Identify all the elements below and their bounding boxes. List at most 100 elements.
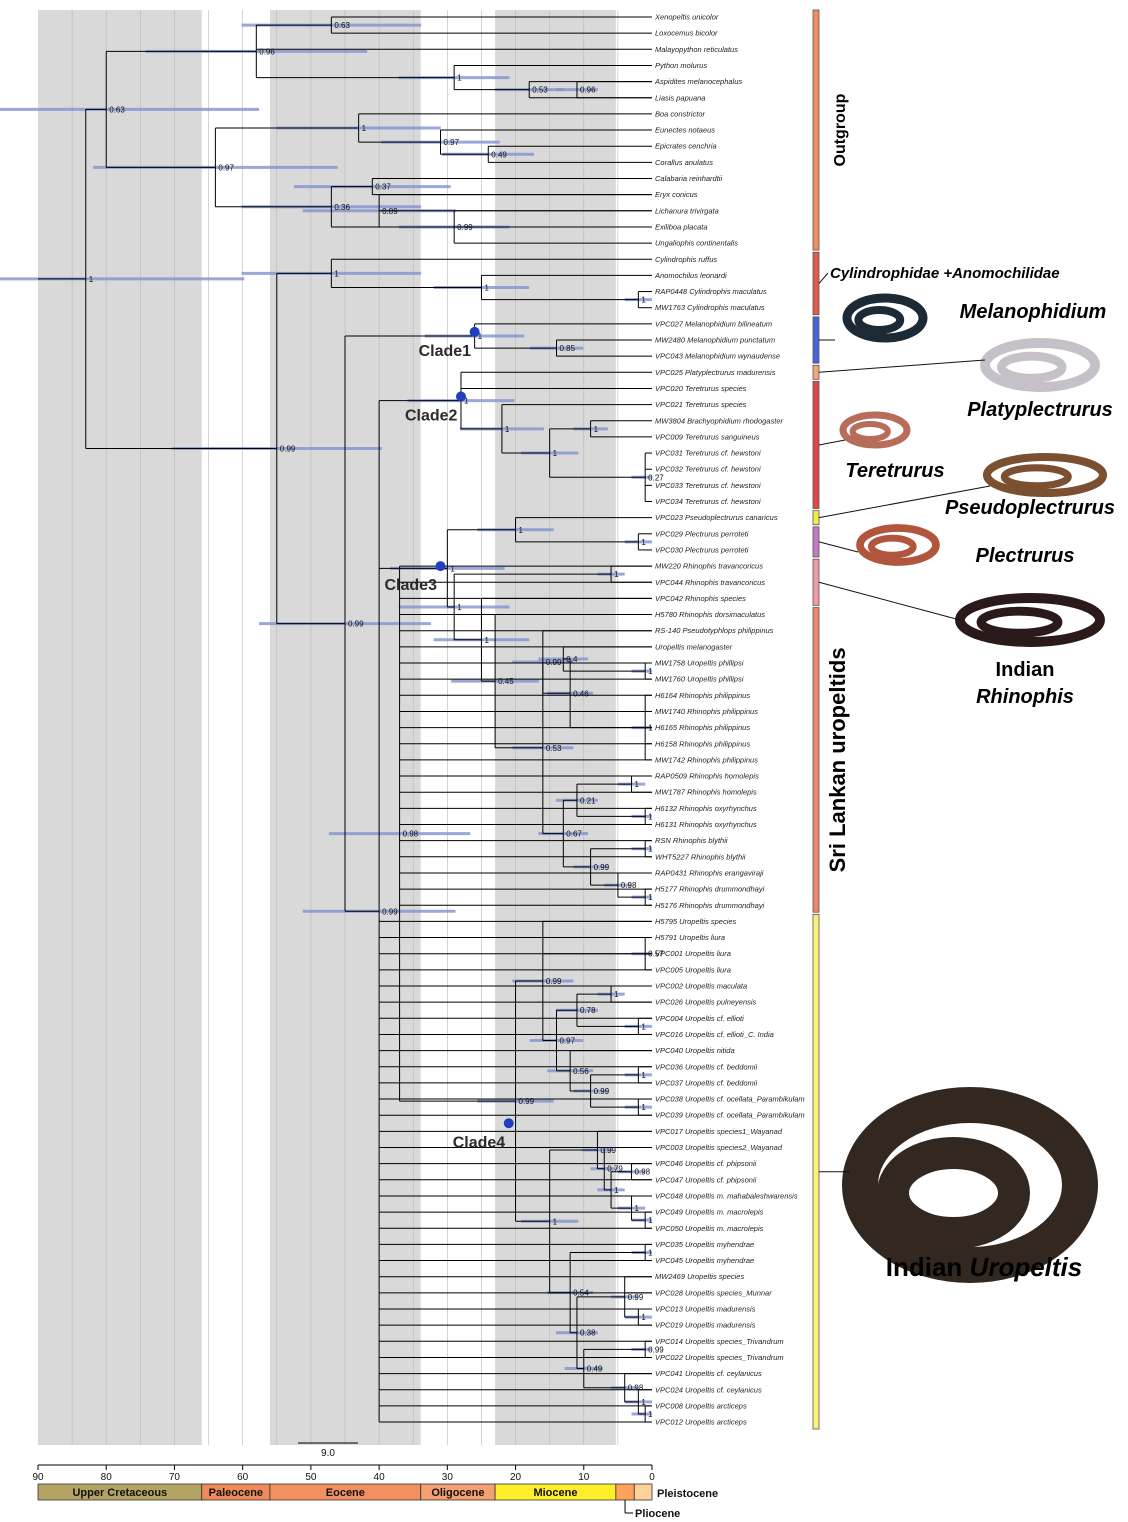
- support-label: 0.63: [109, 105, 125, 114]
- plectrurus-photo: [860, 528, 936, 562]
- clade-label: Clade1: [419, 343, 472, 360]
- melanophidium-label: Melanophidium: [960, 301, 1107, 323]
- support-label: 0.99: [348, 620, 364, 629]
- tip-label: H5795 Uropeltis species: [655, 917, 737, 926]
- support-label: 0.99: [594, 1087, 610, 1096]
- uropeltis-label-genus: Uropeltis: [970, 1252, 1083, 1282]
- support-label: 0.99: [546, 977, 562, 986]
- tip-label: VPC039 Uropeltis cf. ocellata_Parambikul…: [655, 1111, 805, 1120]
- support-label: 0.53: [546, 744, 562, 753]
- support-label: 0.53: [532, 86, 548, 95]
- tip-label: VPC008 Uropeltis arcticeps: [655, 1401, 747, 1410]
- tip-label: VPC041 Uropeltis cf. ceylanicus: [655, 1369, 762, 1378]
- group-bar: [813, 511, 819, 525]
- support-label: 0.56: [573, 1067, 589, 1076]
- tip-label: RS-140 Pseudotyphlops philippinus: [655, 626, 774, 635]
- support-label: 0.96: [259, 47, 275, 56]
- tip-label: VPC026 Uropeltis pulneyensis: [655, 998, 757, 1007]
- tip-label: VPC035 Uropeltis myhendrae: [655, 1240, 754, 1249]
- support-label: 0.63: [334, 21, 350, 30]
- axis-tick-label: 80: [101, 1472, 113, 1483]
- tip-label: VPC001 Uropeltis liura: [655, 949, 731, 958]
- tip-label: WHT5227 Rhinophis blythii: [655, 852, 746, 861]
- tip-label: MW2469 Uropeltis species: [655, 1272, 744, 1281]
- period-label: Upper Cretaceous: [72, 1487, 167, 1499]
- support-label: 0.78: [580, 1006, 596, 1015]
- tip-label: VPC017 Uropeltis species1_Wayanad: [655, 1127, 783, 1136]
- support-label: 1: [594, 425, 599, 434]
- epoch-band: [38, 10, 202, 1445]
- axis-tick-label: 90: [32, 1472, 44, 1483]
- support-label: 0.99: [600, 1146, 616, 1155]
- tip-label: VPC025 Platyplectrurus madurensis: [655, 368, 776, 377]
- tip-label: MW1763 Cylindrophis maculatus: [655, 303, 765, 312]
- leader-line: [819, 360, 985, 372]
- support-label: 1: [614, 570, 619, 579]
- support-label: 1: [505, 425, 510, 434]
- support-label: 0.49: [491, 150, 507, 159]
- axis-tick-label: 60: [237, 1472, 249, 1483]
- support-label: 1: [635, 1204, 640, 1213]
- snake-photos: MelanophidiumPlatyplectrurusTeretrurusPs…: [819, 298, 1115, 1282]
- tip-label: RAP0448 Cylindrophis maculatus: [655, 287, 767, 296]
- tip-label: VPC045 Uropeltis myhendrae: [655, 1256, 754, 1265]
- tip-label: VPC014 Uropeltis species_Trivandrum: [655, 1337, 784, 1346]
- group-bar: [813, 527, 819, 557]
- tip-label: VPC003 Uropeltis species2_Wayanad: [655, 1143, 783, 1152]
- tip-label: Calabaria reinhardtii: [655, 174, 722, 183]
- snake-coil: [853, 424, 888, 439]
- leader-line: [819, 542, 858, 552]
- tip-label: Malayopython reticulatus: [655, 45, 738, 54]
- rhinophis-label-line1: Indian: [996, 659, 1055, 681]
- support-label: 1: [519, 526, 524, 535]
- tip-label: VPC002 Uropeltis maculata: [655, 982, 747, 991]
- clade-label: Clade4: [453, 1134, 506, 1151]
- pliocene-label: Pliocene: [635, 1508, 680, 1520]
- period-label: Paleocene: [209, 1487, 263, 1499]
- teretrurus-label: Teretrurus: [845, 460, 944, 482]
- tip-label: VPC019 Uropeltis madurensis: [655, 1321, 756, 1330]
- support-label: 1: [648, 724, 653, 733]
- support-label: 1: [553, 1217, 558, 1226]
- support-label: 0.98: [403, 830, 419, 839]
- tip-label: MW1758 Uropeltis phillipsi: [655, 659, 744, 668]
- snake-coil: [871, 538, 913, 555]
- clade-label: Clade2: [405, 408, 458, 425]
- support-label: 1: [648, 667, 653, 676]
- support-label: 0.37: [375, 183, 391, 192]
- group-leader: [819, 273, 828, 283]
- support-label: 0.97: [444, 138, 460, 147]
- support-label: 1: [89, 275, 94, 284]
- tip-label: VPC036 Uropeltis cf. beddomii: [655, 1062, 757, 1071]
- axis-tick-label: 20: [510, 1472, 522, 1483]
- tip-label: VPC047 Uropeltis cf. phipsonii: [655, 1175, 757, 1184]
- tip-label: H6164 Rhinophis philippinus: [655, 691, 750, 700]
- tip-label: H5177 Rhinophis drummondhayi: [655, 885, 765, 894]
- tip-label: MW1742 Rhinophis philippinus: [655, 755, 758, 764]
- support-label: 0.99: [280, 445, 296, 454]
- tip-label: VPC004 Uropeltis cf. ellioti: [655, 1014, 744, 1023]
- support-label: 1: [614, 990, 619, 999]
- support-label: 0.99: [628, 1293, 644, 1302]
- tip-label: Boa constrictor: [655, 109, 706, 118]
- tip-label: Lichanura trivirgata: [655, 206, 719, 215]
- period-label: Eocene: [326, 1487, 365, 1499]
- support-label: 0.67: [566, 830, 582, 839]
- support-label: 0.46: [573, 689, 589, 698]
- support-label: 0.98: [635, 1168, 651, 1177]
- tip-label: H6165 Rhinophis philippinus: [655, 723, 750, 732]
- uropeltis-label-prefix: Indian: [886, 1252, 970, 1282]
- axis-tick-label: 10: [578, 1472, 590, 1483]
- axis-tick-label: 0: [649, 1472, 655, 1483]
- support-label: 1: [457, 603, 462, 612]
- tip-label: Cylindrophis ruffus: [655, 255, 717, 264]
- support-label: 0.21: [580, 796, 596, 805]
- tip-label: Xenopeltis unicolor: [654, 13, 719, 22]
- period-box: [634, 1484, 652, 1500]
- tip-label: VPC031 Teretrurus cf. hewstoni: [655, 449, 761, 458]
- support-label: 1: [641, 1103, 646, 1112]
- tip-label: MW1740 Rhinophis philippinus: [655, 707, 758, 716]
- support-label: 0.4: [566, 655, 578, 664]
- snake-coil: [1002, 356, 1063, 378]
- support-label: 0.36: [334, 203, 350, 212]
